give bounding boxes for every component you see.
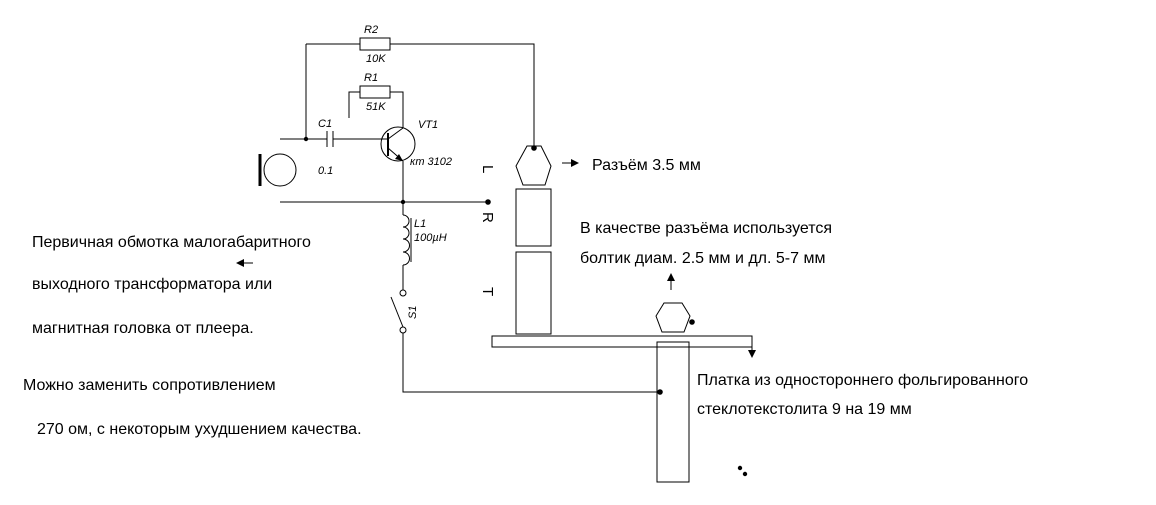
vt1-value: кт 3102 — [410, 156, 452, 168]
wires — [280, 43, 660, 393]
winding-note-line-1: Первичная обмотка малогабаритного — [32, 234, 311, 251]
winding-note-line-3: магнитная головка от плеера. — [32, 320, 254, 337]
r1-ref: R1 — [364, 72, 378, 84]
connector-note-line-2: болтик диам. 2.5 мм и дл. 5-7 мм — [580, 250, 825, 267]
r1-value: 51K — [366, 101, 386, 113]
l1-value: 100µH — [414, 232, 447, 244]
transistor-vt1: VT1 кт 3102 — [380, 119, 452, 168]
r2-value: 10K — [366, 53, 386, 65]
c1-value: 0.1 — [318, 165, 333, 177]
board-note-line-1: Платка из одностороннего фольгированного — [697, 372, 1028, 389]
replace-note-line-1: Можно заменить сопротивлением — [23, 377, 276, 394]
pcb-board — [491, 302, 756, 483]
capacitor-c1: C1 0.1 — [318, 118, 334, 177]
annotations: Разъём 3.5 мм В качестве разъёма использ… — [23, 157, 1028, 438]
replace-note-line-2: 270 ом, с некоторым ухудшением качества. — [37, 421, 362, 438]
pin-r-label: R — [479, 212, 496, 223]
c1-ref: C1 — [318, 118, 332, 130]
l1-ref: L1 — [414, 218, 426, 230]
switch-s1: S1 — [390, 289, 419, 334]
pin-t-label: T — [479, 287, 496, 296]
resistor-r2: R2 10K — [359, 24, 391, 65]
connector-note-line-1: В качестве разъёма используется — [580, 220, 832, 237]
s1-ref: S1 — [407, 306, 419, 319]
resistor-r1: R1 51K — [359, 72, 391, 113]
board-note-line-2: стеклотекстолита 9 на 19 мм — [697, 401, 912, 418]
junction-dots — [303, 136, 748, 477]
pin-l-label: L — [479, 165, 496, 173]
inductor-l1: L1 100µH — [402, 214, 447, 266]
microphone-icon — [258, 153, 297, 187]
connector-label: Разъём 3.5 мм — [592, 157, 701, 174]
pointer-arrows — [236, 159, 675, 290]
r2-ref: R2 — [364, 24, 378, 36]
winding-note-line-2: выходного трансформатора или — [32, 276, 272, 293]
jack-connector: L R T — [479, 145, 552, 335]
vt1-ref: VT1 — [418, 119, 438, 131]
